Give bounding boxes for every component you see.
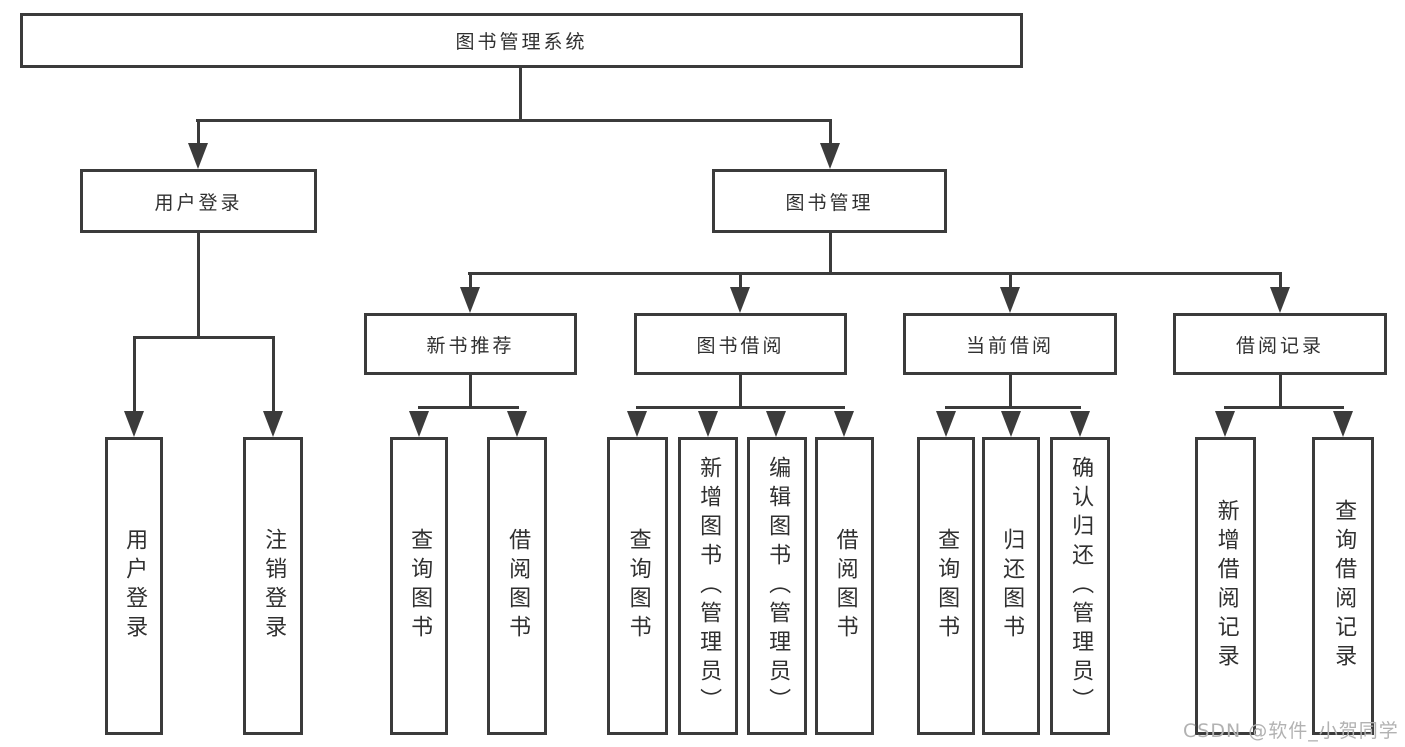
leaf-edit-books-admin: 编辑图书（管理员） [747,437,807,735]
arrow-down-icon [627,411,647,437]
connector-line [829,233,832,272]
leaf-label: 新增图书（管理员） [696,455,722,717]
connector-line [829,119,832,146]
connector-line [519,68,522,119]
arrow-down-icon [1070,411,1090,437]
connector-line [1279,375,1282,408]
node-user-login-branch: 用户登录 [80,169,317,233]
node-library-management-system: 图书管理系统 [20,13,1023,68]
arrow-down-icon [698,411,718,437]
connector-line [196,119,832,122]
arrow-down-icon [1000,287,1020,313]
node-book-borrowing: 图书借阅 [634,313,847,375]
connector-line [468,272,1282,275]
leaf-return-books: 归还图书 [982,437,1040,735]
connector-line [1224,406,1344,409]
leaf-label: 编辑图书（管理员） [765,455,791,717]
leaf-label: 查询图书 [934,528,960,644]
connector-line [272,336,275,413]
connector-line [197,119,200,146]
connector-line [739,272,742,289]
arrow-down-icon [263,411,283,437]
csdn-watermark: CSDN @软件_小贺同学 [1183,720,1399,742]
leaf-label: 借阅图书 [832,528,858,644]
leaf-query-books-borrowing: 查询图书 [607,437,668,735]
leaf-logout: 注销登录 [243,437,303,735]
connector-line [1279,272,1282,289]
leaf-query-borrow-record: 查询借阅记录 [1312,437,1374,735]
arrow-down-icon [1333,411,1353,437]
connector-line [197,233,200,336]
node-borrowing-records: 借阅记录 [1173,313,1387,375]
arrow-down-icon [730,287,750,313]
leaf-confirm-return-admin: 确认归还（管理员） [1050,437,1110,735]
arrow-down-icon [188,143,208,169]
arrow-down-icon [820,143,840,169]
leaf-label: 查询图书 [625,528,651,644]
node-new-book-recommendation: 新书推荐 [364,313,577,375]
arrow-down-icon [507,411,527,437]
leaf-borrow-books: 借阅图书 [815,437,874,735]
connector-line [1009,375,1012,408]
connector-line [133,336,275,339]
connector-line [1009,272,1012,289]
connector-line [418,406,519,409]
leaf-label: 注销登录 [261,528,287,644]
arrow-down-icon [834,411,854,437]
connector-line [945,406,1081,409]
arrow-down-icon [766,411,786,437]
leaf-label: 查询借阅记录 [1331,499,1357,673]
leaf-query-books-current: 查询图书 [917,437,975,735]
connector-line [636,406,845,409]
arrow-down-icon [460,287,480,313]
arrow-down-icon [124,411,144,437]
leaf-query-books-recommend: 查询图书 [390,437,448,735]
leaf-label: 用户登录 [122,528,148,644]
connector-line [133,336,136,413]
leaf-label: 查询图书 [407,528,433,644]
arrow-down-icon [409,411,429,437]
leaf-borrow-books-recommend: 借阅图书 [487,437,547,735]
leaf-label: 新增借阅记录 [1213,499,1239,673]
arrow-down-icon [936,411,956,437]
node-book-management-branch: 图书管理 [712,169,947,233]
leaf-add-borrow-record: 新增借阅记录 [1195,437,1256,735]
connector-line [469,375,472,408]
leaf-add-books-admin: 新增图书（管理员） [678,437,738,735]
leaf-label: 借阅图书 [505,528,531,644]
leaf-label: 归还图书 [999,528,1025,644]
leaf-label: 确认归还（管理员） [1068,455,1094,717]
node-current-borrowing: 当前借阅 [903,313,1117,375]
connector-line [469,272,472,289]
arrow-down-icon [1215,411,1235,437]
leaf-user-login: 用户登录 [105,437,163,735]
arrow-down-icon [1001,411,1021,437]
arrow-down-icon [1270,287,1290,313]
connector-line [739,375,742,408]
